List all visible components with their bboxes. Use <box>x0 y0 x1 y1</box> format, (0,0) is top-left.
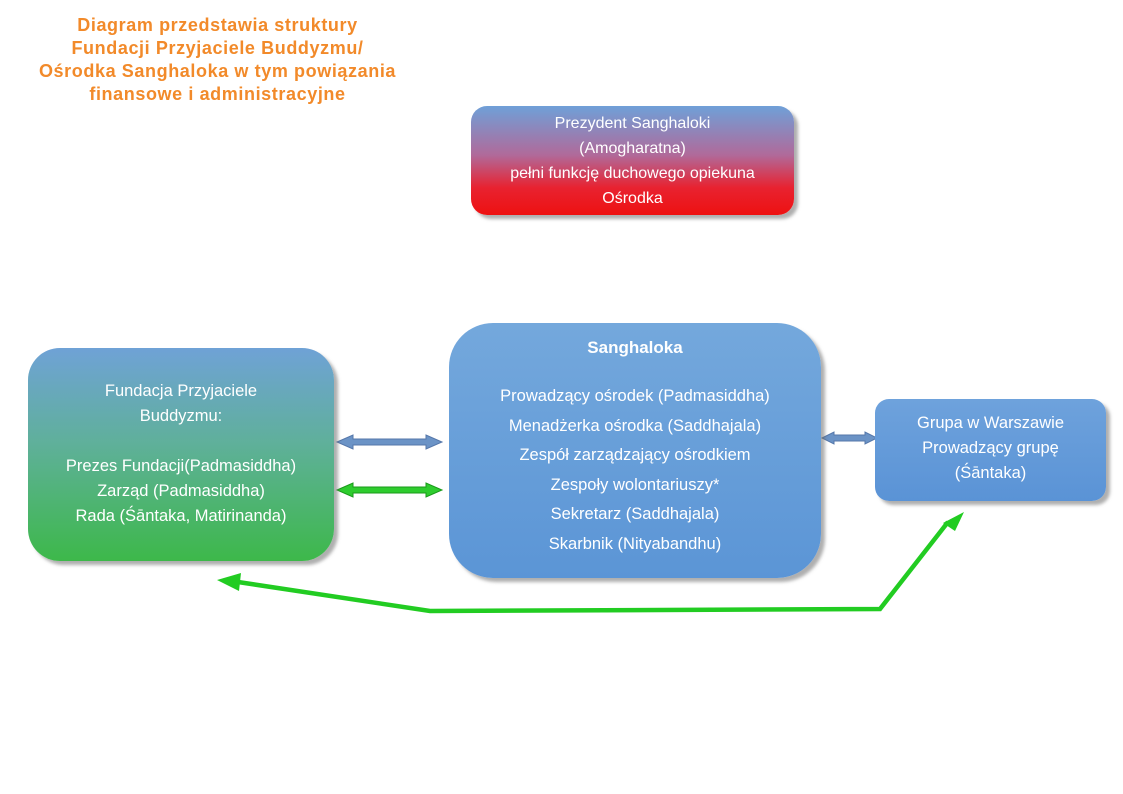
sanghaloka-line-1: Prowadzący ośrodek (Padmasiddha) <box>500 387 770 405</box>
warszawa-box: Grupa w Warszawie Prowadzący grupę (Śānt… <box>875 399 1106 501</box>
green-double-arrow <box>335 482 444 498</box>
title-line-4: finansowe i administracyjne <box>89 84 346 104</box>
fundacja-line-6: Rada (Śāntaka, Matirinanda) <box>75 507 287 525</box>
blue-double-arrow-right <box>820 431 879 445</box>
title-line-2: Fundacji Przyjaciele Buddyzmu/ <box>71 38 364 58</box>
sanghaloka-line-6: Skarbnik (Nityabandhu) <box>548 534 722 553</box>
green-arrowhead-up <box>943 512 964 531</box>
fundacja-spacer <box>28 429 334 454</box>
fundacja-line-1: Fundacja Przyjaciele <box>104 382 258 400</box>
title-line-1: Diagram przedstawia struktury <box>77 15 358 35</box>
warszawa-line-3: (Śāntaka) <box>954 464 1027 482</box>
green-return-arrow <box>237 520 950 614</box>
diagram-title: Diagram przedstawia struktury Fundacji P… <box>10 14 425 106</box>
president-line-4: Ośrodka <box>602 190 663 207</box>
warszawa-line-1: Grupa w Warszawie <box>916 414 1064 432</box>
president-box: Prezydent Sanghaloki (Amogharatna) pełni… <box>471 106 794 215</box>
title-line-3: Ośrodka Sanghaloka w tym powiązania <box>38 61 397 81</box>
blue-double-arrow-left <box>335 434 444 450</box>
president-line-1: Prezydent Sanghaloki <box>554 115 711 132</box>
president-line-3: pełni funkcję duchowego opiekuna <box>510 165 755 182</box>
sanghaloka-line-5: Sekretarz (Saddhajala) <box>550 505 720 524</box>
green-arrowhead-left <box>217 573 241 591</box>
fundacja-line-2: Buddyzmu: <box>139 407 223 425</box>
sanghaloka-line-4: Zespoły wolontariuszy* <box>550 475 720 494</box>
sanghaloka-line-3: Zespół zarządzający ośrodkiem <box>519 446 751 465</box>
warszawa-line-2: Prowadzący grupę <box>922 439 1059 457</box>
fundacja-line-4: Prezes Fundacji(Padmasiddha) <box>65 457 297 475</box>
president-line-2: (Amogharatna) <box>579 140 686 157</box>
sanghaloka-title: Sanghaloka <box>587 338 683 357</box>
sanghaloka-line-2: Menadżerka ośrodka (Saddhajala) <box>508 416 762 435</box>
fundacja-line-5: Zarząd (Padmasiddha) <box>97 482 265 500</box>
sanghaloka-box: Sanghaloka Prowadzący ośrodek (Padmasidd… <box>449 323 821 578</box>
fundacja-box: Fundacja Przyjaciele Buddyzmu: Prezes Fu… <box>28 348 334 561</box>
